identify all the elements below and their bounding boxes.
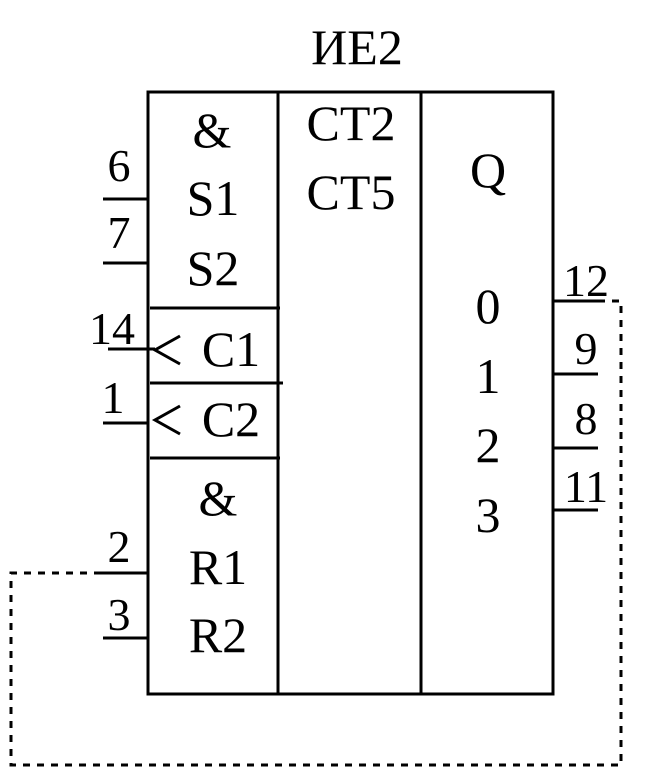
output-1-label: 1 <box>476 348 501 404</box>
r1-label: R1 <box>189 539 247 595</box>
pin-number-8: 8 <box>575 393 598 444</box>
c2-label: C2 <box>202 391 260 447</box>
s1-label: S1 <box>187 170 240 226</box>
output-3-label: 3 <box>476 487 501 543</box>
clock-triangle-c2 <box>151 404 181 436</box>
pin-number-9: 9 <box>575 323 598 374</box>
pin-number-6: 6 <box>108 140 131 191</box>
pin-number-2: 2 <box>108 521 131 572</box>
pin-number-12: 12 <box>563 255 609 306</box>
pin-number-1: 1 <box>102 372 125 423</box>
c1-label: C1 <box>202 321 260 377</box>
ct2-label: CT2 <box>307 95 396 151</box>
q-label: Q <box>470 142 506 198</box>
s2-label: S2 <box>187 240 240 296</box>
pin-number-3: 3 <box>108 589 131 640</box>
and-label-top: & <box>193 102 232 158</box>
output-2-label: 2 <box>476 417 501 473</box>
ct5-label: CT5 <box>307 164 396 220</box>
feedback-wire-dotted <box>9 299 623 767</box>
pin-number-7: 7 <box>108 207 131 258</box>
chip-title: ИЕ2 <box>311 19 403 75</box>
chip-body <box>146 90 555 696</box>
pin-number-14: 14 <box>89 303 135 354</box>
pin-number-11: 11 <box>564 461 608 512</box>
r2-label: R2 <box>189 607 247 663</box>
and-label-bottom: & <box>199 470 238 526</box>
output-0-label: 0 <box>476 278 501 334</box>
clock-triangle-c1 <box>151 334 181 366</box>
